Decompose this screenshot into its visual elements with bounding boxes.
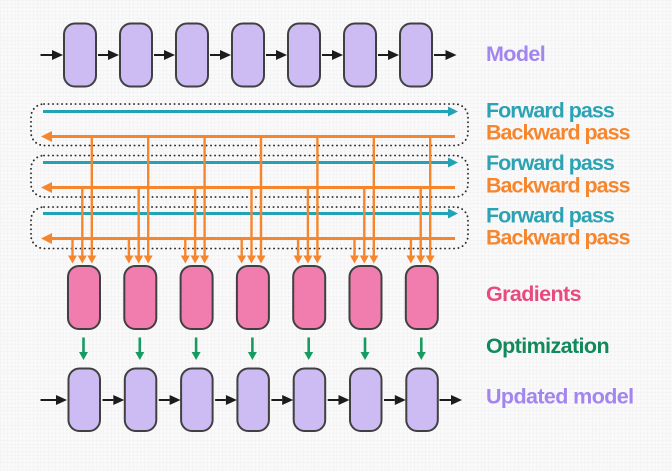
- svg-text:Backward pass: Backward pass: [486, 121, 631, 145]
- svg-text:Gradients: Gradients: [486, 282, 582, 306]
- svg-text:Model: Model: [486, 42, 545, 66]
- svg-text:Forward pass: Forward pass: [486, 99, 615, 123]
- svg-text:Forward pass: Forward pass: [486, 204, 615, 228]
- svg-text:Updated model: Updated model: [486, 385, 634, 409]
- svg-text:Backward pass: Backward pass: [486, 174, 631, 198]
- svg-text:Optimization: Optimization: [486, 334, 609, 358]
- svg-text:Forward pass: Forward pass: [486, 151, 615, 175]
- svg-text:Backward pass: Backward pass: [486, 226, 631, 250]
